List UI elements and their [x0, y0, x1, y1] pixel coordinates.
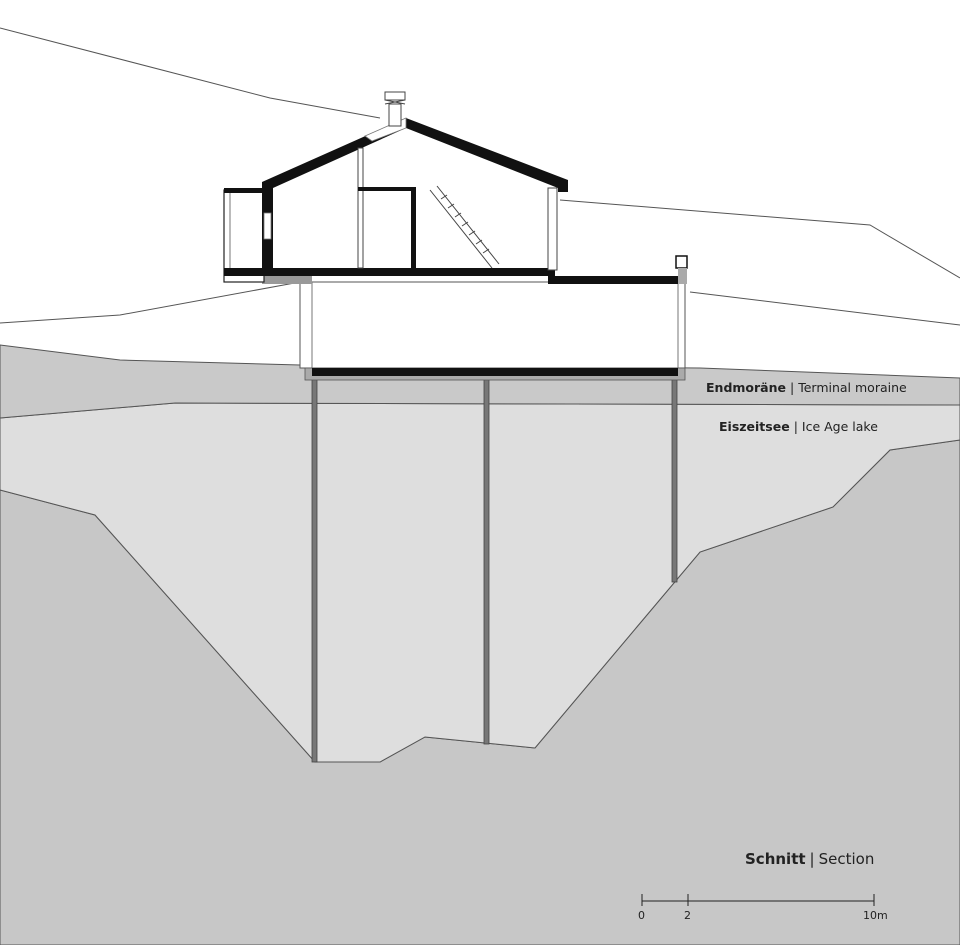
scale-bar [641, 894, 875, 906]
section-title-de: Schnitt [745, 850, 806, 868]
section-title-en: Section [818, 850, 875, 868]
hill-line-right-lower [689, 291, 960, 326]
scale-label-10m: 10m [863, 909, 888, 922]
stair [429, 185, 500, 269]
title-separator: | [809, 850, 815, 868]
balcony-top [224, 188, 264, 193]
chimney-cap [384, 91, 406, 101]
interior-wall-1 [357, 147, 364, 269]
scale-label-0: 0 [638, 909, 645, 922]
terminal-moraine-name-de: Endmoräne [706, 380, 786, 395]
interior-beam [358, 187, 416, 191]
roof [262, 118, 568, 192]
ice-age-lake-name-de: Eiszeitsee [719, 419, 790, 434]
ice-age-lake-label: Eiszeitsee|Ice Age lake [719, 419, 878, 434]
floor-slab-grey [262, 276, 312, 284]
section-title: Schnitt|Section [745, 850, 874, 868]
terminal-moraine-layer [0, 344, 960, 419]
hill-line-left [0, 281, 301, 324]
foundation-slab-black [312, 368, 678, 376]
ice-age-lake-name-en: Ice Age lake [801, 419, 878, 434]
interior-wall-2 [411, 187, 416, 268]
pile-right [671, 377, 678, 583]
chimney [388, 103, 402, 127]
terminal-moraine-name-en: Terminal moraine [798, 380, 907, 395]
terminal-moraine-label: Endmoräne|Terminal moraine [706, 380, 907, 395]
parapet-right [675, 255, 688, 269]
separator: | [793, 419, 798, 434]
lower-volume [299, 281, 686, 369]
pile-left [311, 377, 318, 763]
scale-label-2: 2 [684, 909, 691, 922]
hill-line-upper [0, 27, 381, 119]
parapet-right-grey [678, 268, 687, 284]
wall-right [547, 187, 558, 271]
balcony-floor [224, 268, 268, 276]
hill-line-right [559, 199, 960, 279]
floor-slab [268, 268, 685, 284]
separator: | [789, 380, 795, 395]
ice-age-lake-layer [0, 402, 960, 763]
window-left [263, 212, 272, 240]
chimney-cap-line-2 [384, 99, 406, 105]
pile-middle [483, 377, 490, 745]
